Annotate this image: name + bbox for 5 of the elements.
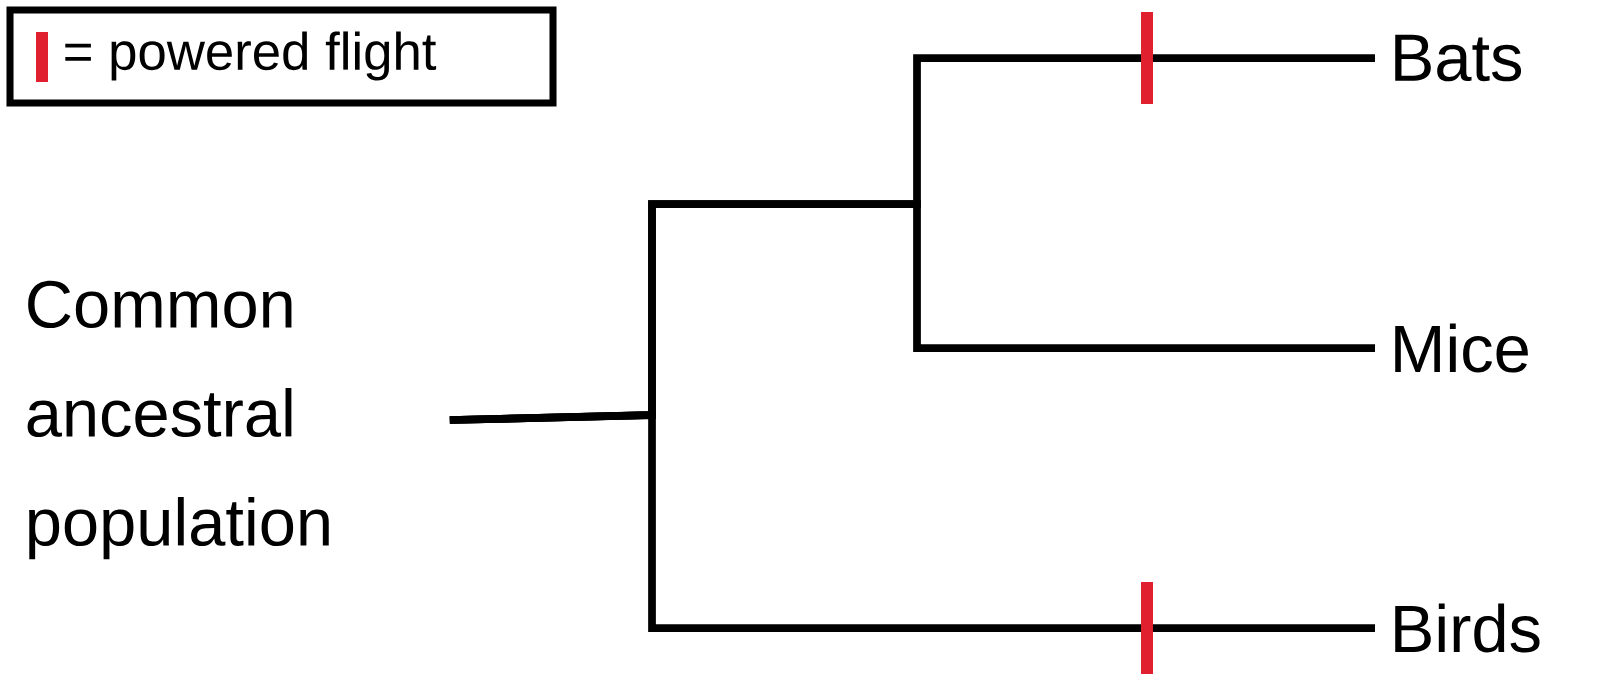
taxon-label: Bats xyxy=(1395,34,1522,82)
taxon-label: Mice xyxy=(1395,323,1528,373)
taxon-label: Common ancestral population xyxy=(27,280,329,560)
taxon-label: Birds xyxy=(1395,603,1540,653)
legend-text: = powered flight xyxy=(65,31,437,81)
